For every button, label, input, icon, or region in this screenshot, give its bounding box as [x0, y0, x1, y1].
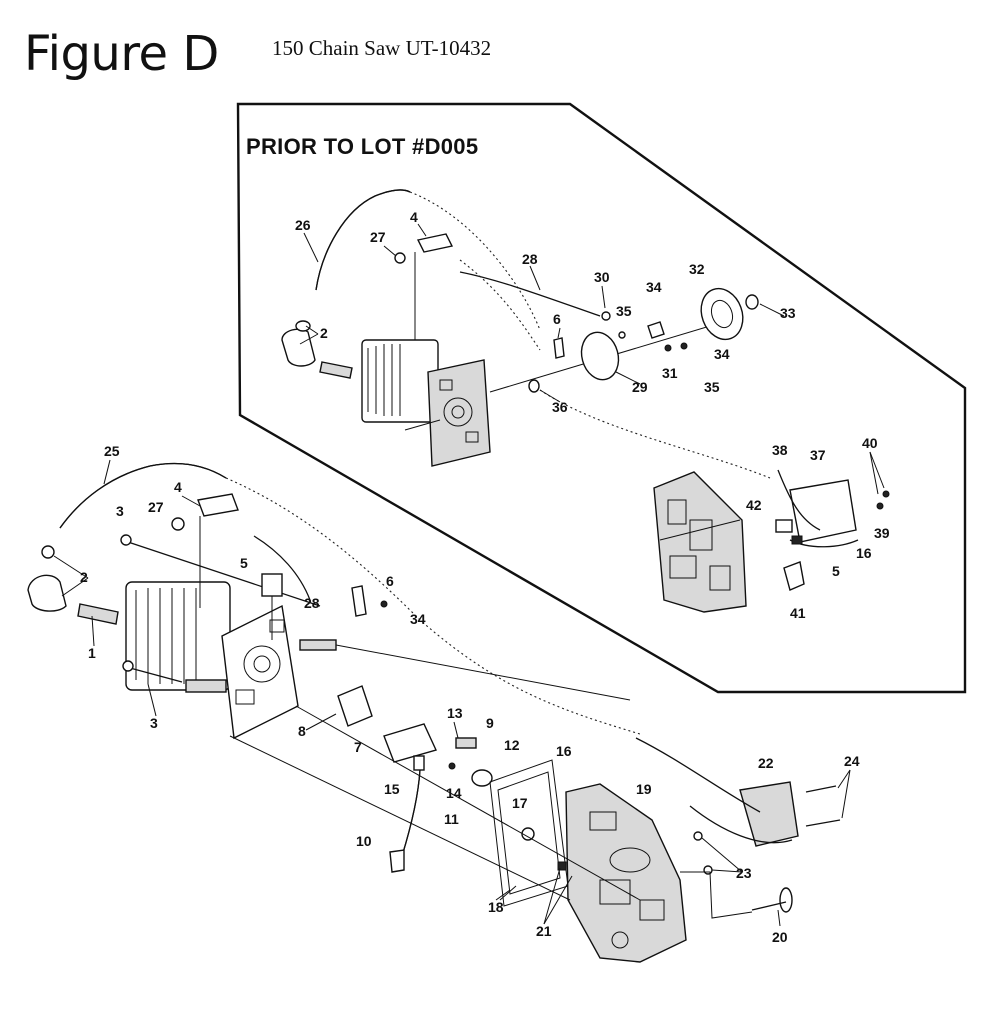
main-callout: 25 [104, 443, 120, 459]
main-callout: 22 [758, 755, 774, 771]
main-callout: 3 [116, 503, 124, 519]
inset-callout: 36 [552, 399, 568, 415]
main-callout: 24 [844, 753, 860, 769]
inset-callout: 2 [320, 325, 328, 341]
figure-title: Figure D [24, 26, 219, 82]
main-callout: 10 [356, 833, 372, 849]
inset-callout: 30 [594, 269, 610, 285]
inset-callout: 4 [410, 209, 418, 225]
inset-callout: 29 [632, 379, 648, 395]
inset-callout: 35 [704, 379, 720, 395]
main-callout: 34 [410, 611, 426, 627]
inset-callout: 37 [810, 447, 826, 463]
main-callout: 2 [80, 569, 88, 585]
inset-callout: 35 [616, 303, 632, 319]
inset-callout: 41 [790, 605, 806, 621]
inset-callout: 28 [522, 251, 538, 267]
inset-heading: PRIOR TO LOT #D005 [246, 134, 479, 159]
main-callout: 17 [512, 795, 528, 811]
inset-callout: 34 [714, 346, 730, 362]
inset-callout: 5 [832, 563, 840, 579]
inset-callout: 16 [856, 545, 872, 561]
main-illustration [27, 462, 841, 963]
main-callout: 12 [504, 737, 520, 753]
main-callout: 16 [556, 743, 572, 759]
inset-callout: 33 [780, 305, 796, 321]
inset-callout: 31 [662, 365, 678, 381]
inset-callout: 26 [295, 217, 311, 233]
main-callout: 14 [446, 785, 462, 801]
main-callout: 9 [486, 715, 494, 731]
inset-callout: 34 [646, 279, 662, 295]
main-callouts: 25 4 3 27 2 1 5 28 6 34 3 8 13 9 7 12 16… [80, 443, 860, 945]
inset-callout: 40 [862, 435, 878, 451]
main-callout: 21 [536, 923, 552, 939]
inset-callouts: 26 4 27 2 28 30 35 34 32 33 6 34 31 35 2… [295, 209, 890, 621]
inset-callout: 27 [370, 229, 386, 245]
main-callout: 20 [772, 929, 788, 945]
inset-frame [236, 102, 967, 694]
inset-callout: 32 [689, 261, 705, 277]
figure-subtitle: 150 Chain Saw UT-10432 [272, 36, 492, 60]
main-callout: 27 [148, 499, 164, 515]
main-callout: 28 [304, 595, 320, 611]
main-callout: 4 [174, 479, 182, 495]
inset-illustration [281, 189, 890, 613]
main-callout: 19 [636, 781, 652, 797]
main-callout: 1 [88, 645, 96, 661]
main-callout: 7 [354, 739, 362, 755]
inset-callout: 39 [874, 525, 890, 541]
main-callout: 8 [298, 723, 306, 739]
main-callout: 13 [447, 705, 463, 721]
leader-lines [53, 223, 885, 927]
inset-callout: 42 [746, 497, 762, 513]
main-callout: 23 [736, 865, 752, 881]
inset-callout: 6 [553, 311, 561, 327]
main-callout: 15 [384, 781, 400, 797]
inset-callout: 38 [772, 442, 788, 458]
main-callout: 11 [444, 811, 459, 827]
main-callout: 6 [386, 573, 394, 589]
main-callout: 5 [240, 555, 248, 571]
main-callout: 18 [488, 899, 504, 915]
main-callout: 3 [150, 715, 158, 731]
